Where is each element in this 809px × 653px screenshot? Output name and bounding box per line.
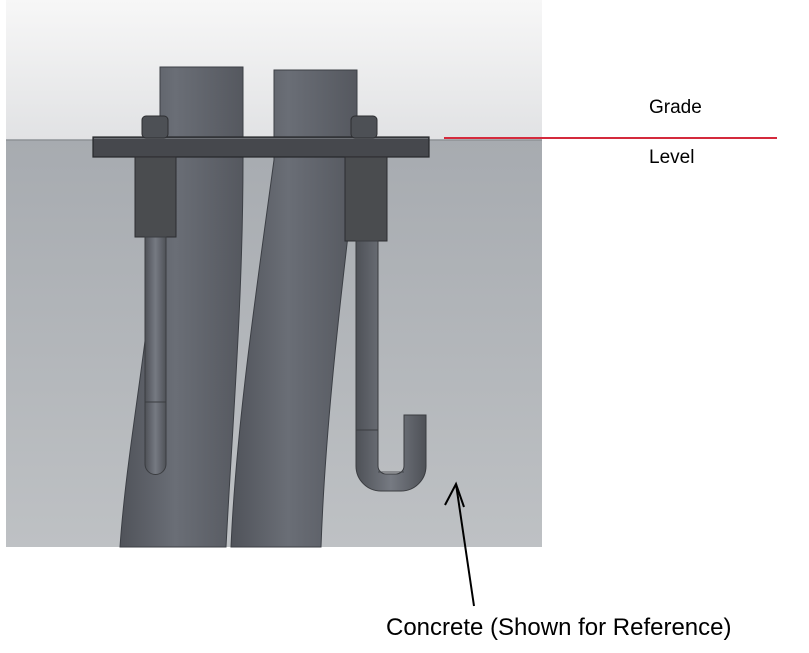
level-label: Level bbox=[649, 147, 695, 168]
left-bolt-rod bbox=[144, 236, 167, 475]
right-anchor-bolt bbox=[344, 115, 427, 492]
right-bolt-nut bbox=[350, 115, 378, 139]
base-plate bbox=[92, 136, 430, 158]
right-conduit-pipe bbox=[230, 69, 358, 548]
right-bolt-sleeve bbox=[344, 156, 388, 242]
left-bolt-nut bbox=[141, 115, 169, 139]
left-bolt-sleeve bbox=[134, 156, 177, 238]
concrete-callout-arrow bbox=[444, 481, 475, 607]
concrete-label: Concrete (Shown for Reference) bbox=[386, 614, 732, 641]
right-bolt-j-hook bbox=[355, 240, 427, 492]
left-anchor-bolt bbox=[134, 115, 177, 475]
grade-label: Grade bbox=[649, 97, 702, 118]
